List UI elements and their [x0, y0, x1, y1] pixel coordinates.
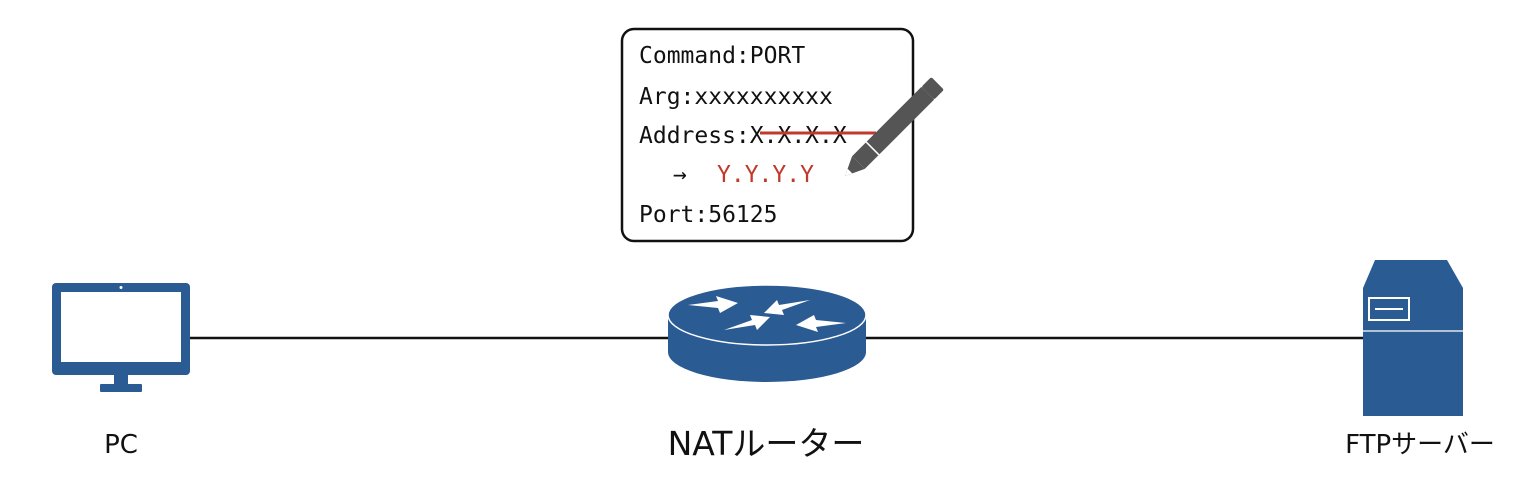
new-address: Y.Y.Y.Y [717, 162, 814, 188]
command-line: Command:PORT [639, 43, 805, 69]
arg-line: Arg:xxxxxxxxxx [639, 84, 833, 110]
desktop-monitor-icon [52, 283, 190, 392]
pc-label: PC [104, 430, 138, 460]
server-label: FTPサーバー [1345, 430, 1495, 460]
address-line: Address:X.X.X.X [639, 123, 847, 149]
router-icon [667, 284, 867, 382]
pencil-icon [845, 77, 944, 176]
old-address: X.X.X.X [750, 123, 847, 149]
server-icon [1363, 260, 1463, 416]
port-command-box: Command:PORT Arg:xxxxxxxxxx Address:X.X.… [620, 27, 915, 243]
port-line: Port:56125 [639, 202, 777, 228]
rewrite-arrow: → [673, 162, 687, 188]
address-label: Address: [639, 123, 750, 149]
router-label: NATルーター [668, 424, 865, 463]
